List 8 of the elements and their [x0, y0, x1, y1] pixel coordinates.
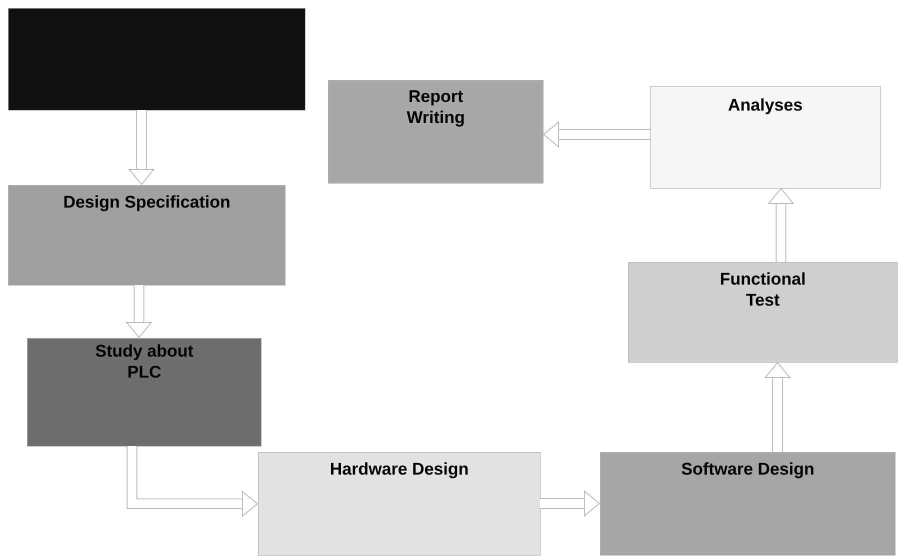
process-box: Hardware Design	[258, 452, 541, 556]
filled-box	[8, 8, 306, 111]
process-box: Report Writing	[328, 80, 544, 184]
process-box: Functional Test	[628, 262, 898, 363]
process-box: Design Specification	[8, 185, 286, 286]
process-box: Study about PLC	[27, 338, 262, 447]
process-box: Software Design	[600, 452, 896, 556]
process-box: Analyses	[650, 86, 881, 189]
